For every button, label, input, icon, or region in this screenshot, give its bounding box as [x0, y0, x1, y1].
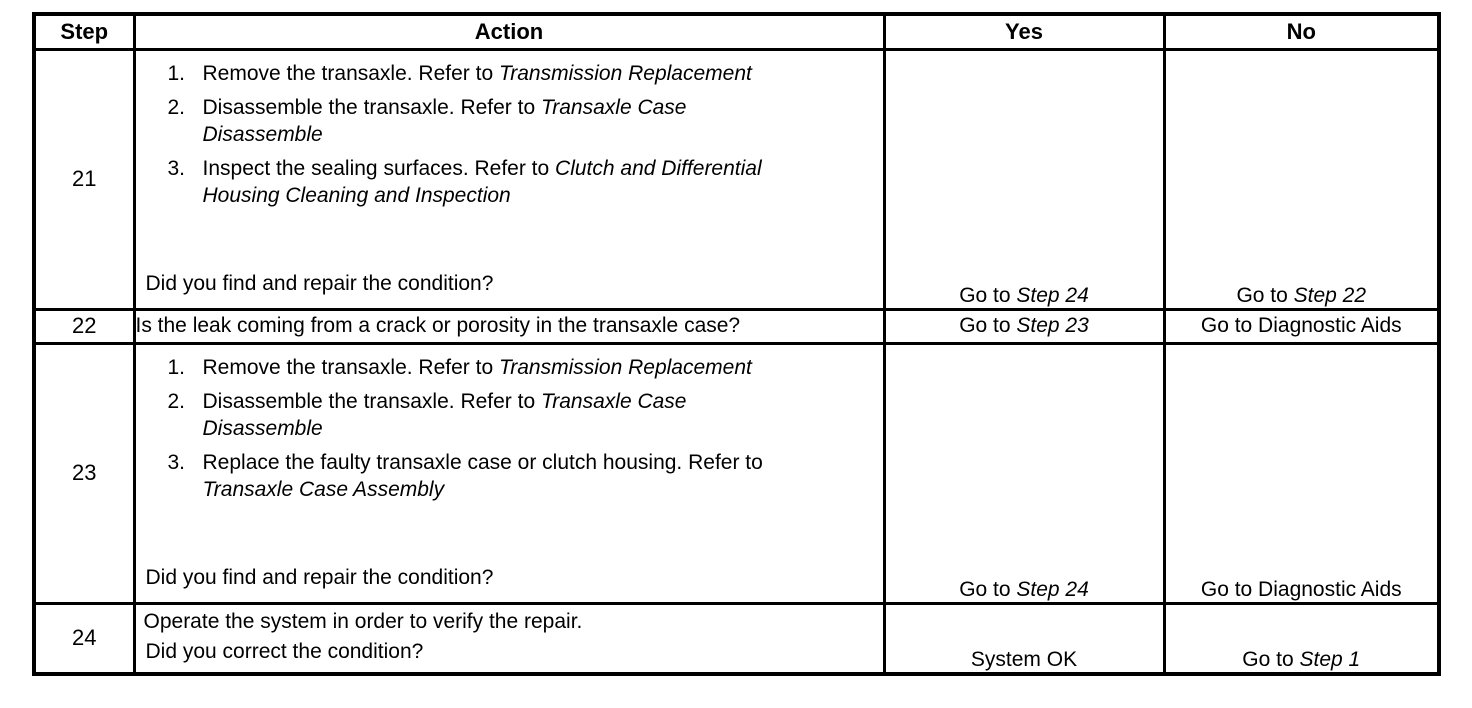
question-text: Did you find and repair the condition?: [145, 271, 494, 295]
header-no: No: [1162, 12, 1441, 51]
action-item: 3. Inspect the sealing surfaces. Refer t…: [168, 155, 873, 209]
answer-text: Go to: [959, 577, 1017, 601]
no-cell: Go to Step 1: [1162, 601, 1441, 676]
action-text: Disassemble the transaxle. Refer to: [202, 95, 541, 119]
action-list: 1. Remove the transaxle. Refer to Transm…: [144, 354, 873, 510]
answer-text: Go to: [1236, 283, 1294, 307]
answer-text: Go to: [959, 283, 1017, 307]
action-text: Remove the transaxle. Refer to: [202, 61, 499, 85]
table-row-step-21: 21 1. Remove the transaxle. Refer to Tra…: [32, 47, 1441, 311]
answer-reference: Step 23: [1016, 314, 1089, 337]
action-item: 3. Replace the faulty transaxle case or …: [168, 449, 873, 503]
action-item: 2. Disassemble the transaxle. Refer to T…: [168, 94, 873, 148]
answer-reference: Step 24: [1016, 283, 1089, 307]
no-cell: Go to Step 22: [1162, 47, 1441, 311]
action-list: 1. Remove the transaxle. Refer to Transm…: [144, 60, 873, 216]
action-content: 1. Remove the transaxle. Refer to Transm…: [137, 52, 881, 305]
question-text: Did you find and repair the condition?: [145, 565, 494, 589]
reference-title-continued: Housing Cleaning and Inspection: [202, 183, 511, 207]
answer-reference: Step 1: [1299, 648, 1361, 671]
yes-cell: Go to Step 23: [882, 307, 1166, 345]
action-item-text: Replace the faulty transaxle case or clu…: [203, 449, 763, 503]
action-item-text: Remove the transaxle. Refer to Transmiss…: [203, 354, 752, 381]
action-item: 1. Remove the transaxle. Refer to Transm…: [168, 60, 873, 87]
reference-title: Transmission Replacement: [498, 61, 752, 85]
reference-title-continued: Transaxle Case Assembly: [202, 477, 445, 501]
diagnostic-table: Step Action Yes No 21 1. Remove the tran…: [32, 12, 1441, 676]
no-cell: Go to Diagnostic Aids: [1162, 341, 1441, 605]
action-cell: Operate the system in order to verify th…: [132, 601, 886, 676]
reference-title: Transaxle Case: [540, 95, 687, 119]
question-text: Did you correct the condition?: [145, 639, 424, 663]
reference-title-continued: Disassemble: [202, 122, 323, 146]
action-cell: 1. Remove the transaxle. Refer to Transm…: [132, 47, 886, 311]
header-yes: Yes: [882, 12, 1166, 51]
step-number: 22: [32, 307, 136, 345]
table-row-step-23: 23 1. Remove the transaxle. Refer to Tra…: [32, 341, 1441, 605]
action-cell: 1. Remove the transaxle. Refer to Transm…: [132, 341, 886, 605]
answer-text: Go to Diagnostic Aids: [1200, 314, 1402, 337]
action-text: Operate the system in order to verify th…: [143, 609, 583, 633]
action-text: Disassemble the transaxle. Refer to: [202, 389, 541, 413]
action-item-number: 3.: [167, 156, 186, 180]
step-number: 21: [32, 47, 136, 311]
header-row: Step Action Yes No: [32, 12, 1441, 51]
answer-text: Go to Diagnostic Aids: [1200, 577, 1402, 601]
answer-reference: Step 22: [1293, 283, 1367, 307]
answer-text: Go to: [1242, 648, 1300, 671]
action-item: 1. Remove the transaxle. Refer to Transm…: [168, 354, 873, 381]
header-step: Step: [32, 12, 136, 51]
reference-title: Clutch and Differential: [555, 156, 762, 180]
action-text: Replace the faulty transaxle case or clu…: [202, 450, 763, 474]
question-text: Is the leak coming from a crack or poros…: [132, 307, 886, 345]
action-item-text: Disassemble the transaxle. Refer to Tran…: [203, 94, 687, 148]
step-number: 23: [32, 341, 136, 605]
action-item-number: 2.: [167, 95, 186, 119]
action-item-number: 2.: [167, 389, 186, 413]
action-item-number: 1.: [167, 355, 186, 379]
no-cell: Go to Diagnostic Aids: [1162, 307, 1441, 345]
action-content: 1. Remove the transaxle. Refer to Transm…: [137, 346, 881, 599]
yes-cell: System OK: [882, 601, 1166, 676]
step-number: 24: [32, 601, 136, 676]
action-text: Remove the transaxle. Refer to: [202, 355, 499, 379]
answer-reference: Step 24: [1016, 577, 1089, 601]
action-text: Inspect the sealing surfaces. Refer to: [202, 156, 556, 180]
action-item-text: Disassemble the transaxle. Refer to Tran…: [203, 388, 687, 442]
action-item-text: Remove the transaxle. Refer to Transmiss…: [203, 60, 752, 87]
reference-title: Transmission Replacement: [498, 355, 752, 379]
action-item-number: 1.: [167, 61, 186, 85]
table-row-step-22: 22 Is the leak coming from a crack or po…: [32, 307, 1441, 345]
answer-text: System OK: [970, 648, 1078, 671]
action-item-number: 3.: [167, 450, 186, 474]
header-action: Action: [132, 12, 886, 51]
reference-title-continued: Disassemble: [202, 416, 323, 440]
answer-text: Go to: [959, 314, 1017, 337]
yes-cell: Go to Step 24: [882, 47, 1166, 311]
reference-title: Transaxle Case: [540, 389, 687, 413]
table-row-step-24: 24 Operate the system in order to verify…: [32, 601, 1441, 676]
action-content: Operate the system in order to verify th…: [137, 606, 881, 669]
action-item-text: Inspect the sealing surfaces. Refer to C…: [203, 155, 762, 209]
yes-cell: Go to Step 24: [882, 341, 1166, 605]
action-item: 2. Disassemble the transaxle. Refer to T…: [168, 388, 873, 442]
